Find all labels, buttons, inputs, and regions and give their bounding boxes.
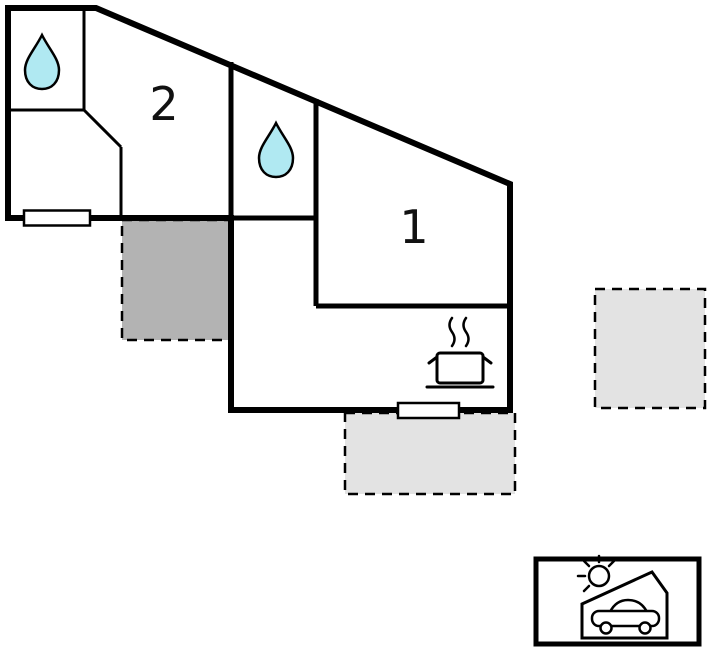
- window: [22, 209, 92, 227]
- water-drop-icon: [23, 32, 61, 91]
- room-label-2: 2: [149, 77, 178, 131]
- window: [396, 401, 461, 420]
- steam-icon: [462, 316, 470, 348]
- steam-icon: [448, 316, 456, 348]
- terrace-light-bottom: [343, 411, 517, 496]
- water-drop-icon: [257, 120, 295, 179]
- sun-icon: [576, 554, 616, 593]
- car-icon: [590, 598, 661, 635]
- terrace-light-right: [593, 287, 707, 410]
- carport-icon: [576, 554, 669, 640]
- stove-icon: [425, 316, 495, 389]
- pot-body: [435, 351, 485, 385]
- carport-box: [533, 554, 702, 647]
- room-label-1: 1: [399, 200, 428, 254]
- terrace-dark: [120, 218, 233, 342]
- interior-wall-diagonal: [82, 108, 123, 149]
- building-walls: [5, 5, 513, 413]
